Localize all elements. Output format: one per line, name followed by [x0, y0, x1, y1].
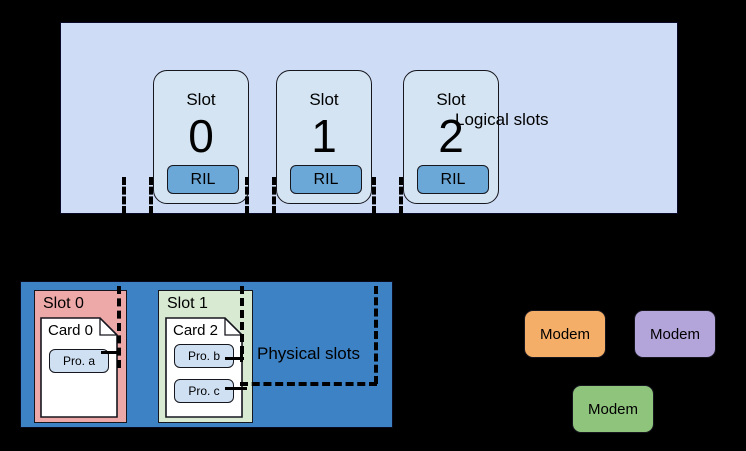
physical-slot-1-title: Slot 1	[167, 295, 208, 312]
physical-region-divider-0	[117, 286, 121, 368]
link-pro-a-to-slot0	[101, 351, 120, 354]
physical-slot-1-profile-0[interactable]: Pro. b	[174, 344, 234, 368]
physical-region-edge-right	[374, 286, 378, 384]
connector-slot1-left	[245, 177, 249, 214]
physical-slot-1-card-title: Card 2	[173, 322, 219, 339]
modem-1[interactable]: Modem	[634, 310, 716, 358]
link-pro-b-to-slot1	[225, 357, 244, 360]
logical-slot-0-ril-button[interactable]: RIL	[167, 165, 239, 194]
connector-slot0-left	[122, 177, 126, 214]
logical-slot-2-ril-button[interactable]: RIL	[417, 165, 489, 194]
modem-0[interactable]: Modem	[524, 310, 606, 358]
logical-slot-1-number: 1	[311, 110, 337, 162]
link-pro-c-to-region	[225, 387, 247, 390]
connector-slot2-left	[372, 177, 376, 214]
physical-slot-1-profile-1[interactable]: Pro. c	[174, 379, 234, 403]
connector-slot0-right	[149, 177, 153, 214]
physical-slot-1[interactable]: Slot 1 Card 2 Pro. b Pro. c	[158, 290, 253, 423]
physical-slot-0-card-title: Card 0	[48, 322, 94, 339]
physical-slot-0[interactable]: Slot 0 Card 0 Pro. a	[34, 290, 127, 423]
logical-slot-2-number: 2	[438, 110, 464, 162]
logical-slot-2-word: Slot	[436, 90, 466, 109]
logical-slot-0[interactable]: Slot 0 RIL	[153, 70, 249, 204]
link-pro-b-junction	[240, 352, 243, 362]
logical-slot-0-word: Slot	[186, 90, 216, 109]
logical-slot-1-ril-button[interactable]: RIL	[290, 165, 362, 194]
logical-slot-2[interactable]: Slot 2 RIL	[403, 70, 499, 204]
physical-slot-0-card[interactable]: Card 0 Pro. a	[40, 317, 118, 418]
logical-slots-panel: Slot 0 RIL Slot 1 RIL Slot 2 RIL	[60, 22, 678, 214]
physical-slots-panel: Slot 0 Card 0 Pro. a Slot 1 Card 2 Pro. …	[20, 281, 393, 428]
connector-slot1-right	[272, 177, 276, 214]
logical-slot-1-word: Slot	[309, 90, 339, 109]
physical-region-edge-bottom	[240, 382, 377, 386]
logical-slot-1[interactable]: Slot 1 RIL	[276, 70, 372, 204]
logical-slot-0-number: 0	[188, 110, 214, 162]
modem-2[interactable]: Modem	[572, 385, 654, 433]
physical-region-divider-1	[240, 286, 244, 354]
physical-slots-region-label: Physical slots	[257, 344, 360, 363]
physical-slot-0-profile-0[interactable]: Pro. a	[49, 349, 109, 373]
logical-slots-region-label: Logical slots	[455, 110, 549, 129]
connector-slot2-right	[399, 177, 403, 214]
physical-slot-1-card[interactable]: Card 2 Pro. b Pro. c	[165, 317, 243, 418]
physical-slot-0-title: Slot 0	[43, 295, 84, 312]
